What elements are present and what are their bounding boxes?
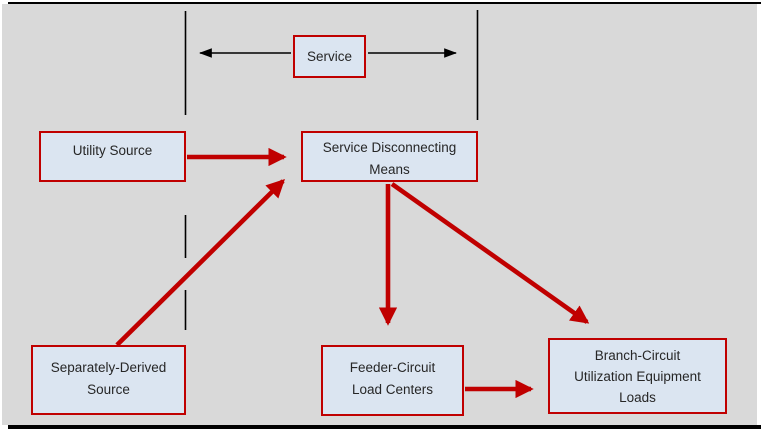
node-utility-source: Utility Source [39,131,186,182]
branch-text-line1: Branch-Circuit [594,347,681,363]
sds-text-line2: Source [87,382,130,397]
branch-text-line3: Loads [619,389,656,405]
feeder-text-line1: Feeder-Circuit [349,360,436,375]
feeder-text-line2: Load Centers [351,382,434,397]
branch-text-line2: Utilization Equipment [574,368,701,384]
node-service-disconnecting-means: Service Disconnecting Means [301,131,478,182]
node-service-label: Service [293,35,366,78]
top-rule [8,2,761,4]
node-feeder-circuit-load-centers: Feeder-Circuit Load Centers [321,345,464,416]
sds-text-line1: Separately-Derived [50,360,167,375]
service-label-text: Service [306,48,352,64]
sdm-text-line1: Service Disconnecting [322,140,457,155]
sdm-text-line2: Means [369,162,410,177]
node-branch-circuit-loads: Branch-Circuit Utilization Equipment Loa… [548,338,727,414]
bottom-rule [8,425,761,429]
node-separately-derived-source: Separately-Derived Source [31,345,186,415]
utility-source-text: Utility Source [72,143,153,158]
